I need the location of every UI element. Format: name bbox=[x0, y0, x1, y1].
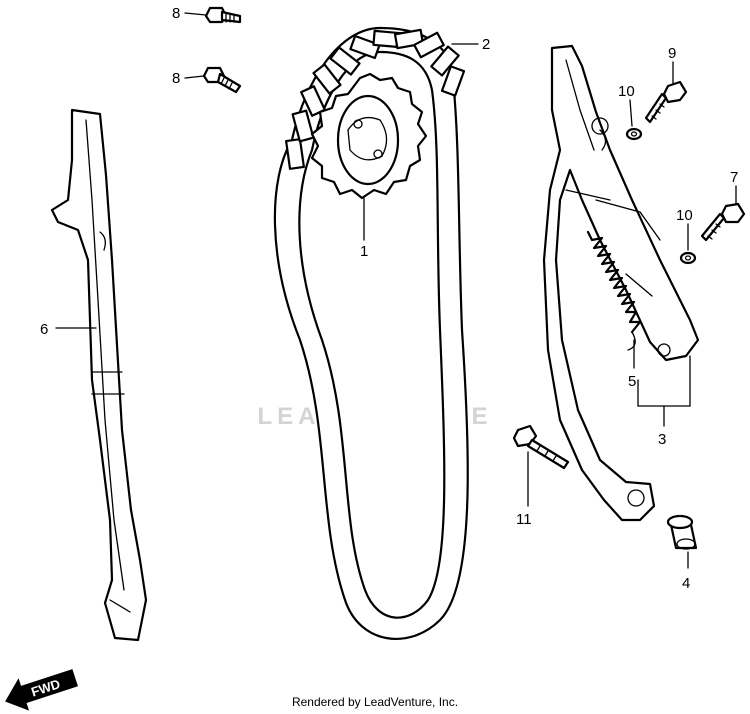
part-4-collar[interactable] bbox=[666, 514, 698, 550]
callout-5: 5 bbox=[628, 373, 636, 390]
part-5-spring[interactable] bbox=[586, 230, 642, 351]
callout-2: 2 bbox=[482, 36, 490, 53]
cam-chain[interactable] bbox=[273, 26, 469, 641]
callout-11: 11 bbox=[516, 511, 532, 528]
callout-6: 6 bbox=[40, 321, 48, 338]
chain-links bbox=[285, 28, 466, 170]
part-10-washer-lower[interactable] bbox=[679, 251, 697, 265]
callout-7: 7 bbox=[730, 169, 738, 186]
part-10-washer-upper[interactable] bbox=[625, 127, 643, 141]
part-8-bolt-upper[interactable] bbox=[204, 6, 242, 24]
part-7-bolt[interactable] bbox=[700, 202, 746, 242]
part-11-bolt[interactable] bbox=[512, 424, 570, 470]
callout-9: 9 bbox=[668, 45, 676, 62]
footer-credit: Rendered by LeadVenture, Inc. bbox=[291, 695, 459, 709]
callout-3: 3 bbox=[658, 431, 666, 448]
part-9-bolt[interactable] bbox=[644, 80, 688, 124]
callout-8-lower: 8 bbox=[172, 70, 180, 87]
part-6-chain-guide[interactable] bbox=[50, 108, 148, 642]
callout-1: 1 bbox=[360, 243, 368, 260]
callout-10-upper: 10 bbox=[618, 83, 635, 100]
part-8-bolt-lower[interactable] bbox=[202, 66, 242, 94]
part-1-cam-sprocket[interactable] bbox=[310, 72, 428, 200]
callouts: 8 8 2 1 6 9 10 7 10 5 3 11 4 bbox=[40, 5, 738, 592]
callout-8-upper: 8 bbox=[172, 5, 180, 22]
callout-4: 4 bbox=[682, 575, 690, 592]
callout-10-lower: 10 bbox=[676, 207, 693, 224]
fwd-arrow-icon: FWD bbox=[5, 669, 78, 711]
leader-lines bbox=[55, 12, 737, 569]
part-3-tensioner-arm[interactable] bbox=[542, 44, 700, 522]
